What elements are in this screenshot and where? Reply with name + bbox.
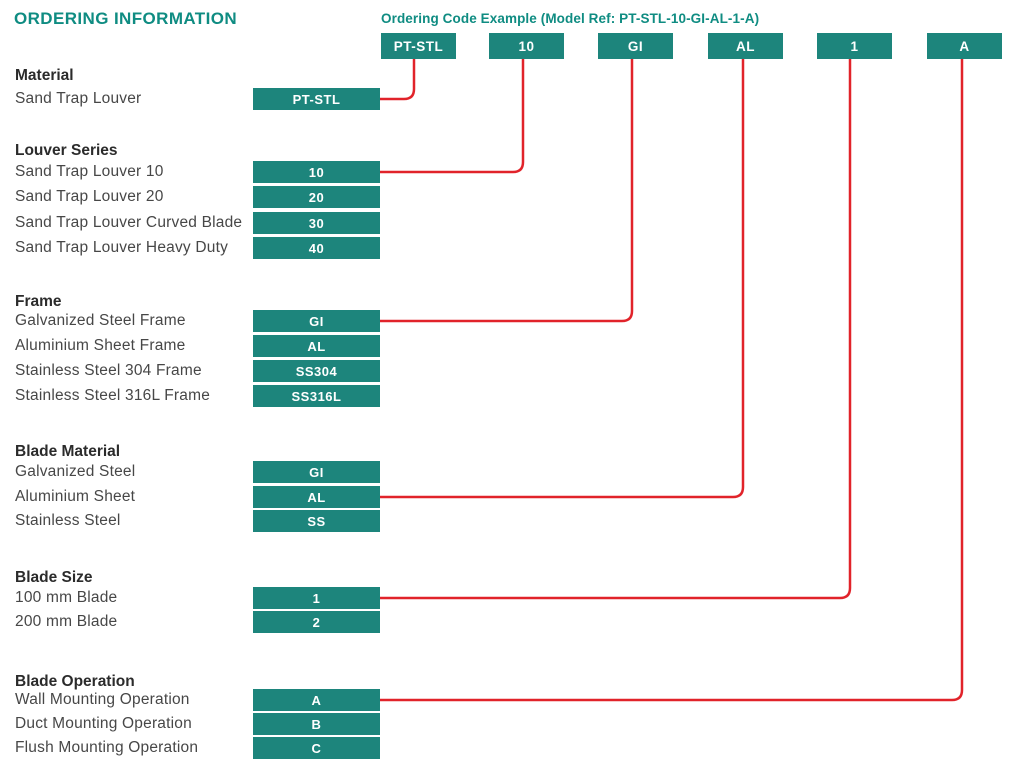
ordering-code-box: 1 [817,33,892,59]
option-label: Stainless Steel 304 Frame [15,362,202,379]
page-title: ORDERING INFORMATION [14,9,238,28]
section-heading: Louver Series [15,142,118,159]
ordering-code-box: PT-STL [381,33,456,59]
option-code-box: 30 [253,212,380,234]
option-code-box: AL [253,486,380,508]
option-code-box: 1 [253,587,380,609]
option-label: Aluminium Sheet [15,488,136,505]
option-label: Stainless Steel 316L Frame [15,387,211,404]
option-code-box: C [253,737,380,759]
connector-line [378,58,745,499]
option-code-box: AL [253,335,380,357]
option-code-box: A [253,689,380,711]
option-label: Galvanized Steel [15,463,136,480]
option-code-box: GI [253,310,380,332]
section-heading: Material [15,67,74,84]
section-heading: Blade Operation [15,673,135,690]
option-code-box: PT-STL [253,88,380,110]
section-heading: Blade Material [15,443,121,460]
option-label: Galvanized Steel Frame [15,312,186,329]
option-code-box: GI [253,461,380,483]
ordering-code-box: A [927,33,1002,59]
option-code-box: 2 [253,611,380,633]
option-label: Sand Trap Louver 20 [15,188,164,205]
option-code-box: SS304 [253,360,380,382]
option-code-box: SS [253,510,380,532]
option-label: Sand Trap Louver Curved Blade [15,214,243,231]
ordering-code-box: GI [598,33,673,59]
option-code-box: 20 [253,186,380,208]
option-label: Sand Trap Louver Heavy Duty [15,239,229,256]
code-example-title: Ordering Code Example (Model Ref: PT-STL… [381,11,760,26]
ordering-code-box: AL [708,33,783,59]
option-label: Flush Mounting Operation [15,739,199,756]
connector-line [378,58,964,702]
connector-line [378,58,525,174]
connector-line [378,58,852,600]
option-code-box: 40 [253,237,380,259]
option-label: 200 mm Blade [15,613,118,630]
ordering-code-box: 10 [489,33,564,59]
option-label: Sand Trap Louver [15,90,142,107]
option-code-box: SS316L [253,385,380,407]
option-label: Wall Mounting Operation [15,691,190,708]
option-label: Stainless Steel [15,512,121,529]
section-heading: Blade Size [15,569,93,586]
option-label: Aluminium Sheet Frame [15,337,186,354]
connector-line [378,58,634,323]
option-label: Sand Trap Louver 10 [15,163,164,180]
option-label: Duct Mounting Operation [15,715,192,732]
section-heading: Frame [15,293,62,310]
option-label: 100 mm Blade [15,589,118,606]
option-code-box: B [253,713,380,735]
connector-line [378,58,416,101]
option-code-box: 10 [253,161,380,183]
